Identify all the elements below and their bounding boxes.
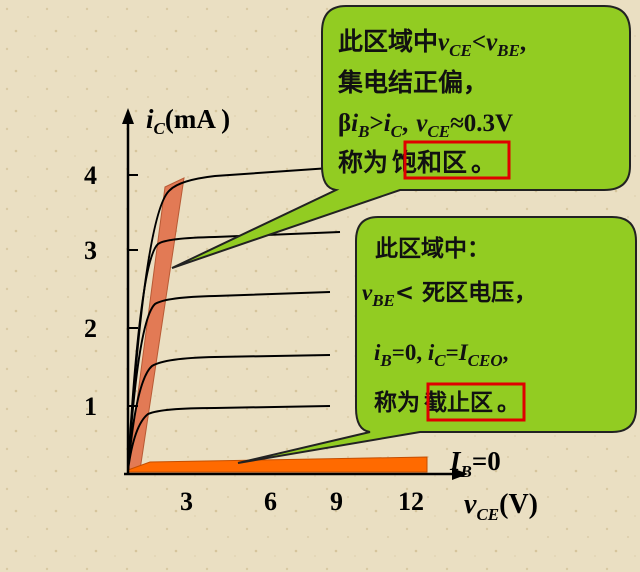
characteristic-curve bbox=[127, 405, 331, 471]
characteristic-curve bbox=[127, 291, 331, 471]
characteristic-curve bbox=[127, 354, 331, 471]
ib-zero-label: IB=0 bbox=[449, 446, 501, 481]
svg-text:βiB>iC,vCE≈0.3V: βiB>iC,vCE≈0.3V bbox=[338, 110, 513, 141]
svg-text:集电结正偏，: 集电结正偏， bbox=[337, 68, 488, 97]
x-tick-label: 12 bbox=[398, 487, 424, 516]
svg-text:iB=0, iC=ICEO,: iB=0, iC=ICEO, bbox=[374, 340, 508, 370]
saturation-highlight-box bbox=[403, 140, 511, 180]
svg-text:vBE< 死区电压，: vBE< 死区电压， bbox=[362, 280, 537, 310]
characteristic-curve bbox=[127, 231, 341, 471]
svg-text:此区域中vCE<vBE,: 此区域中vCE<vBE, bbox=[338, 27, 526, 60]
y-tick-label: 2 bbox=[84, 314, 97, 343]
y-tick-label: 1 bbox=[84, 392, 97, 421]
saturation-callout-bubble bbox=[171, 5, 631, 269]
x-axis-label: vCE(V) bbox=[464, 489, 538, 524]
x-axis-arrow bbox=[452, 468, 468, 480]
cutoff-callout-bubble bbox=[237, 216, 637, 464]
cutoff-highlight-box bbox=[426, 382, 526, 422]
saturation-callout-text: 此区域中vCE<vBE, 集电结正偏， βiB>iC,vCE≈0.3V 称为饱和… bbox=[337, 27, 526, 177]
svg-text:此区域中：: 此区域中： bbox=[375, 235, 490, 262]
x-tick-label: 3 bbox=[180, 487, 193, 516]
y-tick-label: 3 bbox=[84, 236, 97, 265]
y-axis-label: iC(mA ) bbox=[146, 104, 230, 138]
y-tick-label: 4 bbox=[84, 161, 97, 190]
y-axis-arrow bbox=[122, 108, 134, 124]
x-tick-label: 6 bbox=[264, 487, 277, 516]
cutoff-callout-text: 此区域中： vBE< 死区电压， iB=0, iC=ICEO, 称为截止区。 bbox=[362, 235, 537, 416]
x-tick-label: 9 bbox=[330, 487, 343, 516]
